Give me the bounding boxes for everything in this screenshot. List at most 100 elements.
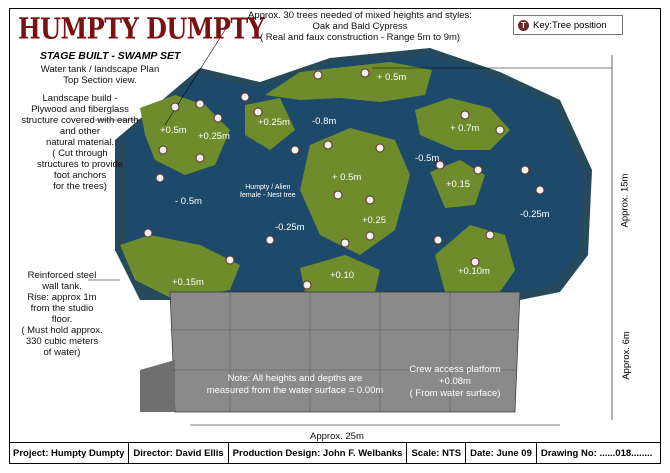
level-label: + 0.5m	[377, 72, 407, 83]
landscape-note-line: Plywood and fiberglass	[31, 104, 129, 115]
tree-position-icon	[365, 195, 375, 205]
trees-note-line: Oak and Bald Cypress	[312, 21, 408, 32]
tree-position-icon	[225, 255, 235, 265]
tank-note-line: wall tank.	[42, 281, 82, 292]
landscape-note-line: Landscape build -	[42, 93, 118, 104]
platform-steps	[140, 360, 175, 412]
tree-position-icon	[460, 110, 470, 120]
island-top	[265, 62, 432, 102]
level-label: +0.10m	[458, 266, 490, 277]
island-right	[415, 98, 510, 150]
date-field: Date: June 09	[466, 443, 537, 464]
crew-note-line: Crew access platform	[409, 364, 501, 375]
tree-position-icon	[520, 165, 530, 175]
project-title: HUMPTY DUMPTY	[18, 11, 265, 46]
tree-position-icon	[265, 235, 275, 245]
design-field: Production Design: John F. Welbanks	[229, 443, 408, 464]
level-label: +0.5m	[160, 125, 187, 136]
tree-position-icon	[435, 160, 445, 170]
tree-position-icon	[470, 257, 480, 267]
tank-note-line: of water)	[43, 347, 81, 358]
nest-tree-label-line: female - Nest tree	[240, 192, 296, 199]
tree-position-icon	[333, 190, 343, 200]
set-subtitle: STAGE BUILT - SWAMP SET	[40, 50, 181, 62]
nest-tree-label-line: Humpty / Alien	[245, 184, 291, 191]
legend-label: Key:Tree position	[533, 19, 607, 31]
project-field: Project: Humpty Dumpty	[9, 443, 130, 464]
level-label: +0.25m	[258, 117, 290, 128]
tree-position-icon	[323, 140, 333, 150]
platform-note-line: Note: All heights and depths are	[227, 373, 363, 384]
platform-dimension: Approx. 6m	[620, 331, 632, 380]
tank-note-line: Rise: approx 1m	[27, 292, 97, 303]
width-dimension: Approx. 25m	[310, 431, 364, 442]
tree-position-icon	[433, 235, 443, 245]
level-label: -0.5m	[415, 153, 440, 164]
legend-key: T Key:Tree position	[513, 15, 623, 35]
tank-note-line: from the studio	[30, 303, 94, 314]
tree-position-icon	[340, 238, 350, 248]
level-label: -0.8m	[312, 116, 337, 127]
tree-position-icon	[302, 280, 312, 290]
tree-position-icon	[365, 231, 375, 241]
island-center	[300, 128, 410, 255]
director-field: Director: David Ellis	[129, 443, 229, 464]
level-label: +0.10	[330, 270, 355, 281]
crew-platform-note: Crew access platform+0.08m( From water s…	[405, 364, 505, 400]
landscape-note-line: structure covered with earth	[21, 115, 139, 126]
landscape-note-line: for the trees)	[53, 181, 107, 192]
level-label: -0.25m	[275, 222, 305, 233]
tree-position-icon	[313, 70, 323, 80]
crew-note-line: ( From water surface)	[409, 388, 501, 399]
tank-note-line: 330 cubic meters	[25, 336, 99, 347]
level-label: +0.25m	[198, 131, 230, 142]
tree-position-icon	[485, 230, 495, 240]
level-label: +0.15m	[172, 277, 204, 288]
drawing-number-field: Drawing No: ......018........	[540, 448, 653, 459]
trees-note-line: ( Real and faux construction - Range 5m …	[259, 32, 461, 43]
tree-position-icon	[170, 102, 180, 112]
island-bottom-mid	[300, 255, 380, 292]
tree-position-icon	[253, 107, 263, 117]
landscape-note-line: and other	[59, 126, 101, 137]
crew-note-line: +0.08m	[439, 376, 471, 387]
tree-position-icon	[240, 92, 250, 102]
tree-position-icon	[375, 143, 385, 153]
platform-grid	[170, 292, 518, 412]
landscape-note-line: structures to provide	[36, 159, 124, 170]
tree-position-icon	[495, 125, 505, 135]
plan-description-line: Water tank / landscape Plan	[40, 64, 160, 75]
plan-description-line: Top Section view.	[63, 75, 137, 86]
trees-note-line: Approx. 30 trees needed of mixed heights…	[248, 10, 472, 21]
depth-dimension: Approx. 15m	[619, 173, 631, 228]
island-left	[140, 95, 230, 175]
platform-note-line: measured from the water surface = 0.00m	[206, 385, 384, 396]
tree-position-icon	[143, 228, 153, 238]
tree-marker-icon: T	[518, 19, 529, 31]
landscape-note-line: foot anchors	[53, 170, 107, 181]
level-label: + 0.5m	[332, 172, 362, 183]
scale-field: Scale: NTS	[407, 443, 467, 464]
landscape-note-line: natural material.	[45, 137, 115, 148]
level-label: +0.15	[446, 179, 471, 190]
landscape-note-line: ( Cut through	[52, 148, 108, 159]
tree-position-icon	[195, 153, 205, 163]
title-block: Project: Humpty Dumpty Director: David E…	[9, 442, 661, 464]
trees-note: Approx. 30 trees needed of mixed heights…	[225, 10, 495, 43]
tree-position-icon	[535, 185, 545, 195]
level-label: -0.25m	[520, 209, 550, 220]
tree-markers	[143, 68, 545, 290]
tree-position-icon	[213, 113, 223, 123]
tree-position-icon	[195, 99, 205, 109]
tank-note-line: floor.	[51, 314, 73, 325]
level-label: +0.25	[362, 215, 387, 226]
island-bottom-left	[120, 235, 240, 300]
tank-note-line: Reinforced steel	[27, 270, 97, 281]
tree-position-icon	[158, 145, 168, 155]
